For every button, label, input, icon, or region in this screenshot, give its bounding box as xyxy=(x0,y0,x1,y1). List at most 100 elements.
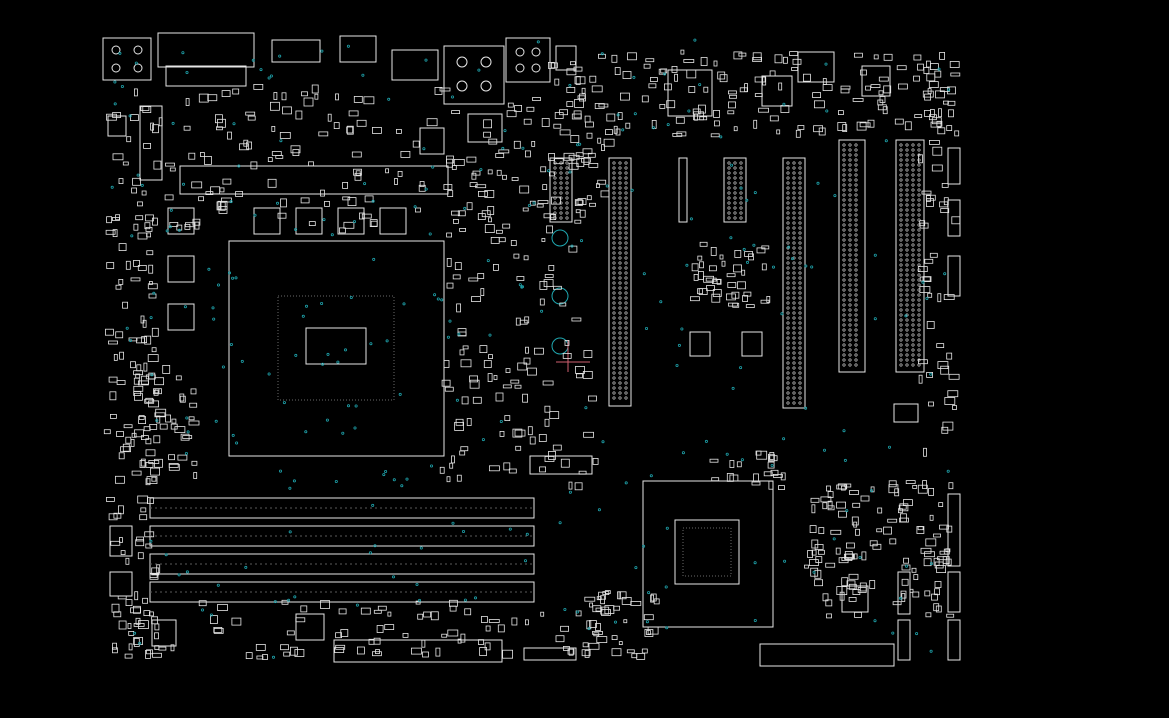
via xyxy=(647,591,651,595)
smd-pad xyxy=(867,119,875,128)
smd-pad xyxy=(281,92,287,101)
smd-pad xyxy=(940,208,950,214)
slot-pin xyxy=(798,361,802,365)
via xyxy=(152,291,156,295)
smd-pad xyxy=(859,582,867,592)
via xyxy=(229,342,233,346)
smd-pad xyxy=(488,217,492,223)
smd-pad xyxy=(748,253,754,261)
via xyxy=(113,80,117,84)
smd-pad xyxy=(697,255,703,261)
slot-pin xyxy=(911,313,915,317)
slot-pin xyxy=(786,381,790,385)
smd-pad xyxy=(894,118,904,125)
slot-pin xyxy=(899,168,903,172)
slot-pin xyxy=(798,331,802,335)
pcie-slot-narrow xyxy=(678,157,688,223)
io-connector-9 xyxy=(555,45,577,71)
slot-pin xyxy=(848,343,852,347)
slot-pin xyxy=(798,326,802,330)
smd-pad xyxy=(153,435,161,444)
via xyxy=(787,245,791,249)
via xyxy=(791,257,795,261)
smd-pad xyxy=(279,131,291,139)
smd-pad xyxy=(457,328,467,337)
smd-pad xyxy=(924,258,934,264)
smd-pad xyxy=(377,605,387,611)
slot-pin xyxy=(842,328,846,332)
slot-pin xyxy=(612,396,616,400)
smd-pad xyxy=(394,178,398,185)
pcie-slot-2 xyxy=(782,157,806,409)
smd-pad xyxy=(951,216,961,225)
slot-pin xyxy=(612,316,616,320)
slot-pin xyxy=(848,198,852,202)
slot-pin xyxy=(612,236,616,240)
smd-pad xyxy=(131,187,138,194)
slot-pin xyxy=(786,386,790,390)
via xyxy=(663,72,667,76)
smd-pad xyxy=(174,426,186,434)
smd-pad xyxy=(355,170,361,177)
slot-pin xyxy=(917,293,921,297)
slot-pin xyxy=(727,166,731,170)
smd-pad xyxy=(912,591,920,598)
smd-pad xyxy=(327,113,332,122)
via xyxy=(601,440,605,444)
smd-pad xyxy=(595,623,601,631)
slot-pin xyxy=(842,343,846,347)
smd-pad xyxy=(217,200,228,210)
dense-components xyxy=(103,49,961,660)
smd-pad xyxy=(888,480,897,488)
via xyxy=(271,655,275,659)
slot-pin xyxy=(624,271,628,275)
slot-pin xyxy=(792,191,796,195)
slot-pin xyxy=(618,331,622,335)
smd-pad xyxy=(597,179,607,185)
slot-pin xyxy=(798,241,802,245)
slot-pin xyxy=(905,258,909,262)
slot-pin xyxy=(917,328,921,332)
via xyxy=(719,135,723,139)
io-connector-2 xyxy=(157,32,255,68)
slot-pin xyxy=(618,251,622,255)
slot-pin xyxy=(624,226,628,230)
smd-pad xyxy=(188,416,195,421)
via xyxy=(402,302,406,306)
smd-pad xyxy=(477,190,488,197)
slot-pin xyxy=(848,168,852,172)
slot-pin xyxy=(792,266,796,270)
smd-pad xyxy=(333,122,340,129)
slot-pin xyxy=(786,326,790,330)
slot-pin xyxy=(905,148,909,152)
slot-pin xyxy=(911,283,915,287)
slot-pin xyxy=(842,333,846,337)
slot-pin xyxy=(848,208,852,212)
red-marker xyxy=(556,340,590,372)
slot-pin xyxy=(842,303,846,307)
smd-pad xyxy=(763,471,773,477)
slot-pin xyxy=(798,316,802,320)
smd-pad xyxy=(353,168,362,176)
smd-pad xyxy=(446,282,454,289)
io-connector-7 xyxy=(443,45,505,105)
smd-pad xyxy=(836,501,846,509)
smd-pad xyxy=(700,57,708,66)
slot-pin xyxy=(917,168,921,172)
smd-pad xyxy=(395,128,402,134)
slot-pin xyxy=(612,176,616,180)
smd-pad xyxy=(340,629,349,637)
slot-pin xyxy=(798,236,802,240)
smd-pad xyxy=(446,155,454,164)
smd-pad xyxy=(860,69,867,76)
slot-pin xyxy=(911,203,915,207)
smd-pad xyxy=(822,593,829,602)
smd-pad xyxy=(646,630,651,635)
smd-pad xyxy=(246,141,253,150)
smd-pad xyxy=(417,613,424,620)
slot-pin xyxy=(792,291,796,295)
via xyxy=(384,469,388,473)
smd-pad xyxy=(477,213,486,221)
smd-pad xyxy=(117,595,127,600)
smd-pad xyxy=(552,444,562,451)
